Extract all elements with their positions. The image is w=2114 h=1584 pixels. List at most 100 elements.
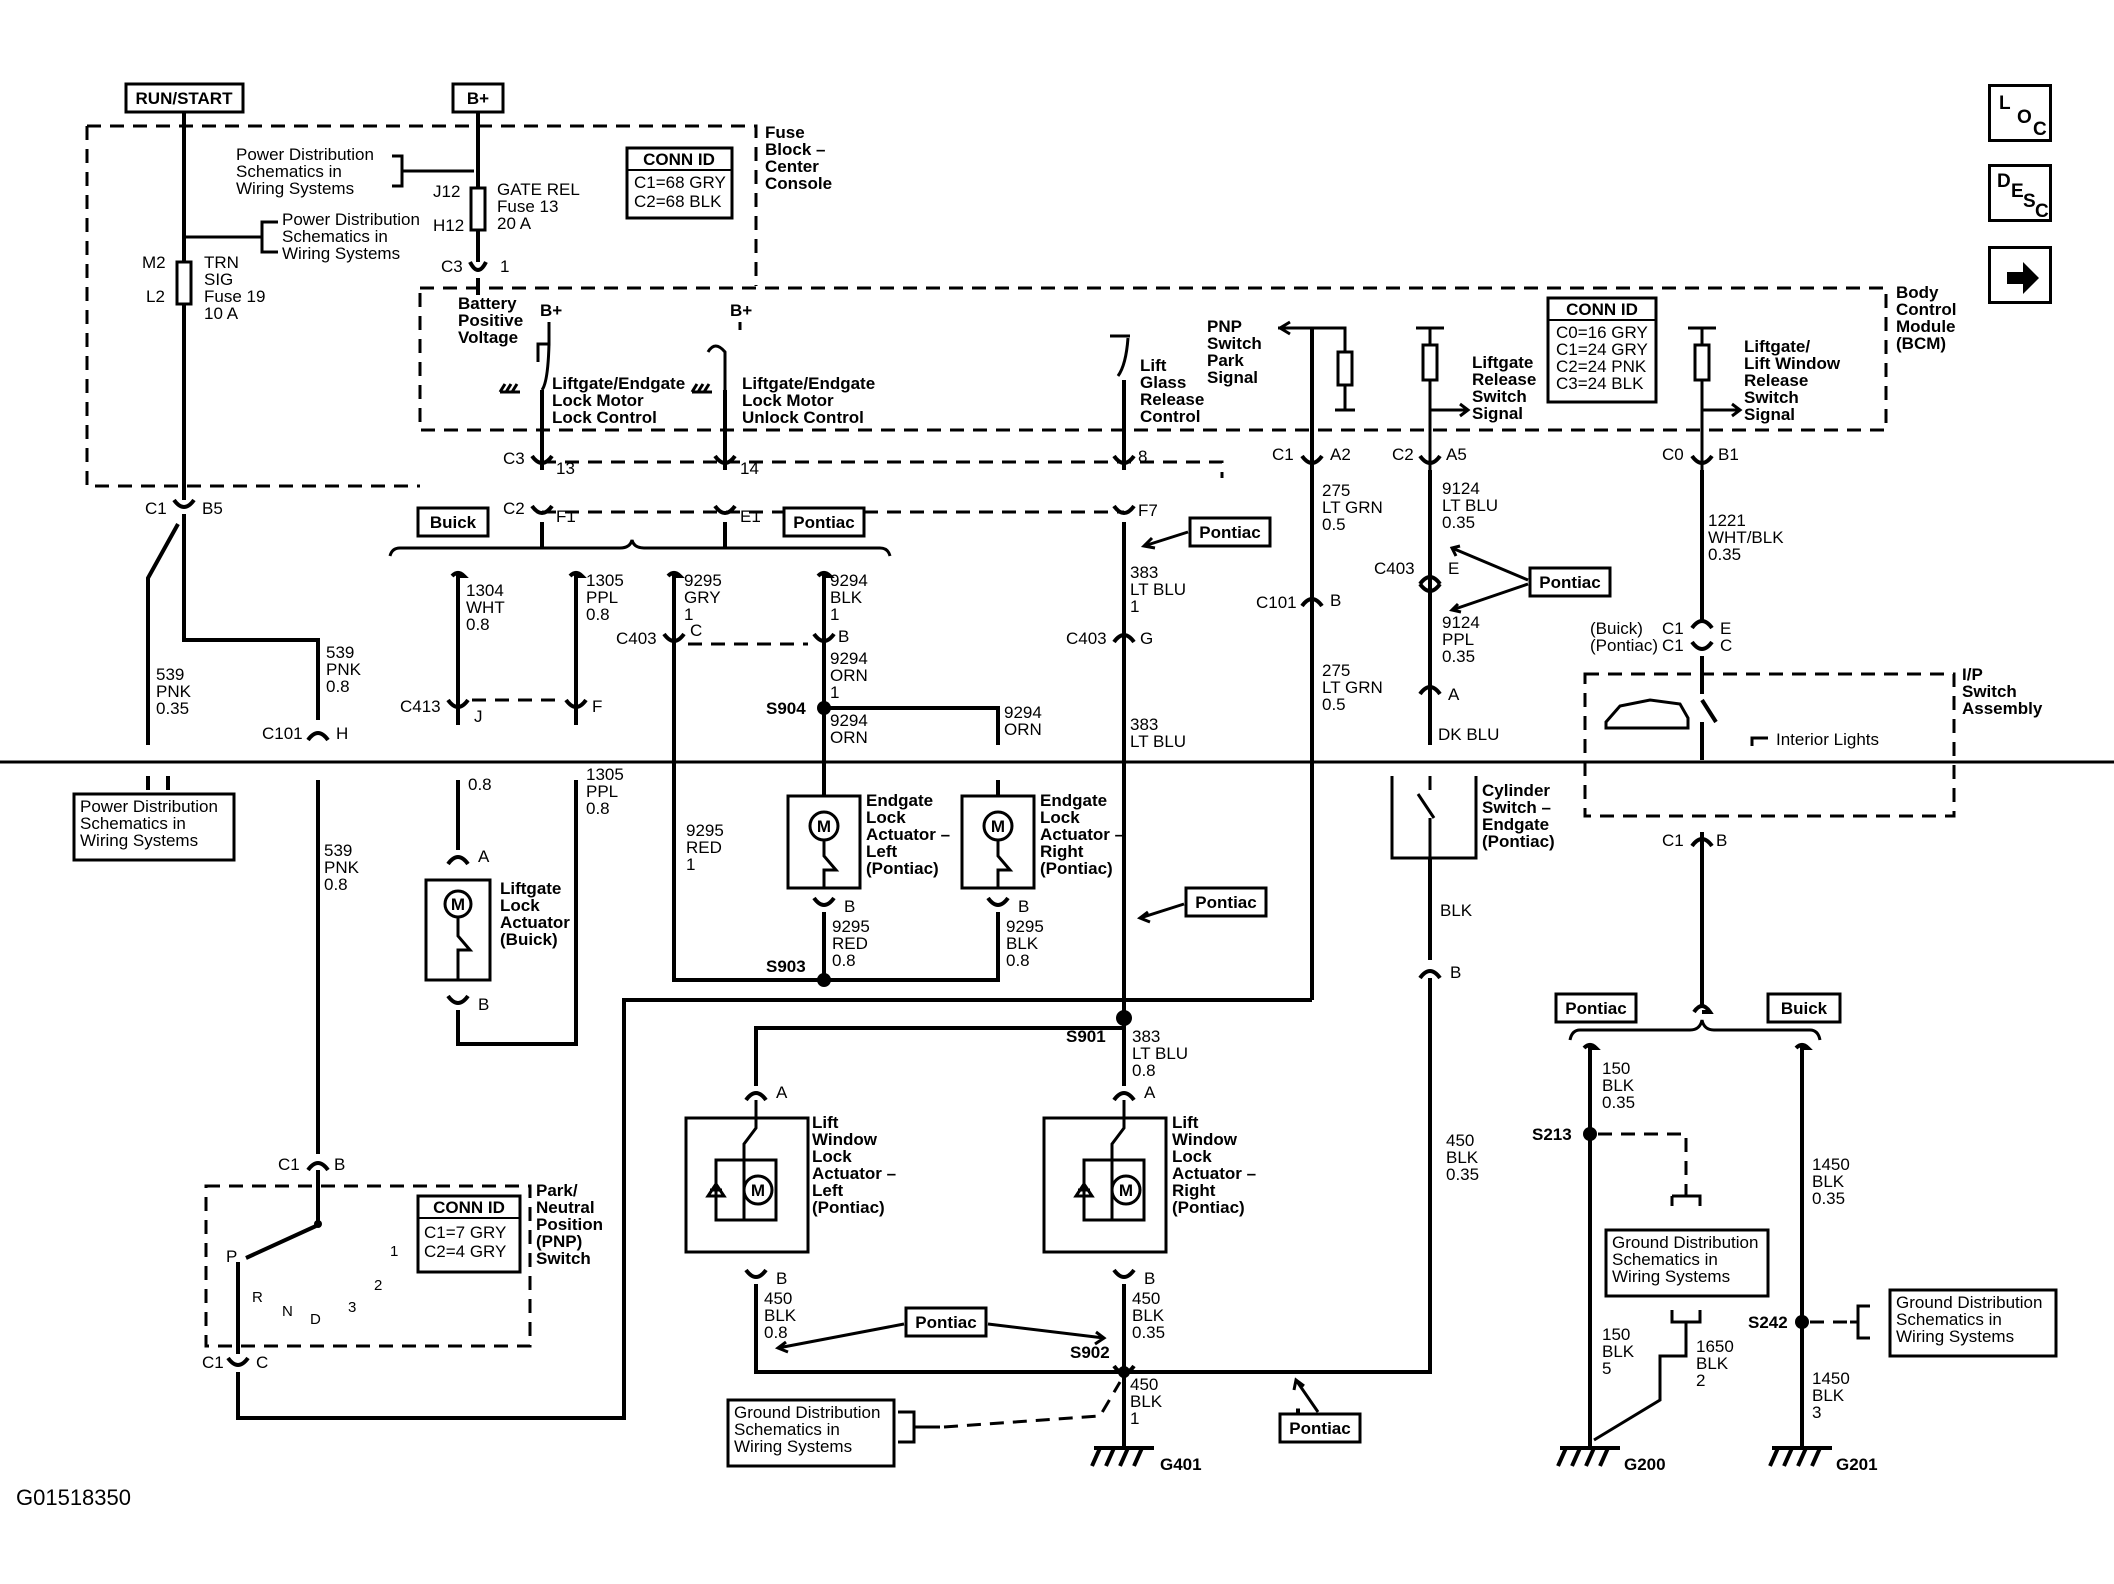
pin-h12: H12 <box>433 216 464 235</box>
pin-b-endgate-right: B <box>1018 897 1029 916</box>
wire-450-b: 450 BLK 0.35 <box>1132 1289 1169 1342</box>
ip-switch-outline <box>1583 672 1956 818</box>
wire-275-a: 275 LT GRN 0.5 <box>1322 481 1388 534</box>
conn-c101-b: C101 <box>1256 593 1297 612</box>
pin-13: 13 <box>556 459 575 478</box>
pin-b1: B1 <box>1718 445 1739 464</box>
pin-f: F <box>592 697 602 716</box>
wire-1221: 1221 WHT/BLK 0.35 <box>1708 511 1788 564</box>
loc-letter-l: L <box>1999 93 2011 114</box>
splice-s902 <box>1118 1366 1130 1378</box>
pnp-pos-r: R <box>252 1289 263 1306</box>
power-dist-ref-box <box>72 792 236 862</box>
lift-window-left-label: Lift Window Lock Actuator – Left (Pontia… <box>812 1113 901 1217</box>
pnp-switch-title: Park/ Neutral Position (PNP) Switch <box>536 1181 608 1268</box>
pin-g: G <box>1140 629 1153 648</box>
description-view-button[interactable]: D E S C <box>1988 164 2052 222</box>
fuse-block-title: Fuse Block – Center Console <box>765 123 832 193</box>
pin-b-c101: B <box>1330 591 1341 610</box>
conn-c403-e: C403 <box>1374 559 1415 578</box>
pin-b-endgate-left: B <box>844 897 855 916</box>
interior-lights-label: Interior Lights <box>1776 730 1879 749</box>
wire-383-2: 383 LT BLU <box>1130 715 1186 751</box>
pin-f1: F1 <box>556 507 576 526</box>
bcm-unlock-control-label: Liftgate/Endgate Lock Motor Unlock Contr… <box>742 374 880 427</box>
wire-150-b: 150 BLK 5 <box>1602 1325 1639 1378</box>
figure-id: G01518350 <box>16 1485 131 1510</box>
fuse-block-conn-id-lines: C1=68 GRY C2=68 BLK <box>634 173 730 211</box>
conn-c1-x: C1 <box>1662 619 1684 638</box>
ground-dist-ref-box-right <box>1888 1288 2058 1358</box>
conn-c1-b-pnp: C1 <box>278 1155 300 1174</box>
wire-9295-blk: 9295 BLK 0.8 <box>1006 917 1049 970</box>
wire-1304-b: 0.8 <box>468 775 492 794</box>
ip-switch-title: I/P Switch Assembly <box>1962 665 2043 718</box>
ground-g401 <box>1090 1446 1154 1467</box>
variant-pontiac-label-c403: Pontiac <box>1539 573 1600 592</box>
variant-pontiac-box-c403 <box>1528 566 1612 598</box>
pin-a-c403: A <box>1448 685 1460 704</box>
variant-pontiac-label-f7: Pontiac <box>1199 523 1260 542</box>
ground-g201 <box>1768 1446 1832 1467</box>
pin-b3: B <box>334 1155 345 1174</box>
pnp-conn-id-title: CONN ID <box>433 1198 505 1217</box>
ground-g200-label: G200 <box>1624 1455 1666 1474</box>
variant-pontiac-label-bottom-1: Pontiac <box>915 1313 976 1332</box>
bcm-battery-voltage: Battery Positive Voltage <box>458 294 528 347</box>
wire-9295-red-1: 9295 RED 1 <box>686 821 729 874</box>
pin-h: H <box>336 724 348 743</box>
wire-1450-b: 1450 BLK 3 <box>1812 1369 1855 1422</box>
pin-b-lw-left: B <box>776 1269 787 1288</box>
pin-a-lw-right: A <box>1144 1083 1156 1102</box>
b-plus-label: B+ <box>467 89 489 108</box>
wire-450-a: 450 BLK 0.8 <box>764 1289 801 1342</box>
wire-1305: 1305 PPL 0.8 <box>586 571 629 624</box>
variant-pontiac-box-1 <box>782 506 866 538</box>
pin-e1: E1 <box>740 507 761 526</box>
bcm-lift-glass-label: Lift Glass Release Control <box>1140 356 1209 426</box>
next-page-button[interactable] <box>1988 246 2052 304</box>
conn-c413: C413 <box>400 697 441 716</box>
pnp-conn-id-lines: C1=7 GRY C2=4 GRY <box>424 1223 511 1261</box>
lift-window-right-label: Lift Window Lock Actuator – Right (Ponti… <box>1172 1113 1261 1217</box>
pin-a-liftgate: A <box>478 847 490 866</box>
bcm-pnp-signal-label: PNP Switch Park Signal <box>1207 317 1267 387</box>
ground-g201-label: G201 <box>1836 1455 1878 1474</box>
wire-539-08-b: 539 PNK 0.8 <box>324 841 364 894</box>
splice-s904-label: S904 <box>766 699 806 718</box>
cylinder-switch-box <box>1390 776 1478 860</box>
splice-s242 <box>1795 1315 1809 1329</box>
bcm-title: Body Control Module (BCM) <box>1896 283 1961 353</box>
ground-dist-ref-box-center <box>1604 1228 1770 1298</box>
wire-1450-a: 1450 BLK 0.35 <box>1812 1155 1855 1208</box>
liftgate-motor-icon: M <box>451 895 465 914</box>
wire-1650: 1650 BLK 2 <box>1696 1337 1739 1390</box>
pin-j12: J12 <box>433 182 460 201</box>
loc-letter-c: C <box>2033 119 2047 140</box>
wire-9294-orn-3: 9294 ORN <box>1004 703 1047 739</box>
bcm-liftgate-release-label: Liftgate Release Switch Signal <box>1472 353 1541 423</box>
variant-pontiac-box-f7 <box>1188 516 1272 548</box>
bcm-lock-control-label: Liftgate/Endgate Lock Motor Lock Control <box>552 374 690 427</box>
conn-c3: C3 <box>503 449 525 468</box>
location-view-button[interactable]: L O C <box>1988 84 2052 142</box>
endgate-left-label: Endgate Lock Actuator – Left (Pontiac) <box>866 791 955 878</box>
pnp-pos-d: D <box>310 1311 321 1328</box>
pin-b-cylinder: B <box>1450 963 1461 982</box>
pnp-conn-id-box <box>416 1194 522 1274</box>
pin-j: J <box>474 707 483 726</box>
fuse-block-power-ref-2: Power Distribution Schematics in Wiring … <box>282 210 425 263</box>
pin-a2: A2 <box>1330 445 1351 464</box>
bcm-bplus-1: B+ <box>540 301 562 320</box>
wire-383-3: 383 LT BLU 0.8 <box>1132 1027 1193 1080</box>
splice-s902-label: S902 <box>1070 1343 1110 1362</box>
pin-8: 8 <box>1138 447 1147 466</box>
ground-g200 <box>1556 1446 1620 1467</box>
wire-1305-b: 1305 PPL 0.8 <box>586 765 629 818</box>
variant-pontiac-box-bottom-1 <box>904 1306 988 1338</box>
variant-pontiac-box-mid <box>1184 886 1268 918</box>
wire-539-08-a: 539 PNK 0.8 <box>326 643 366 696</box>
ground-g401-label: G401 <box>1160 1455 1202 1474</box>
wire-275-b: 275 LT GRN 0.5 <box>1322 661 1388 714</box>
desc-letter-c: C <box>2035 201 2049 222</box>
